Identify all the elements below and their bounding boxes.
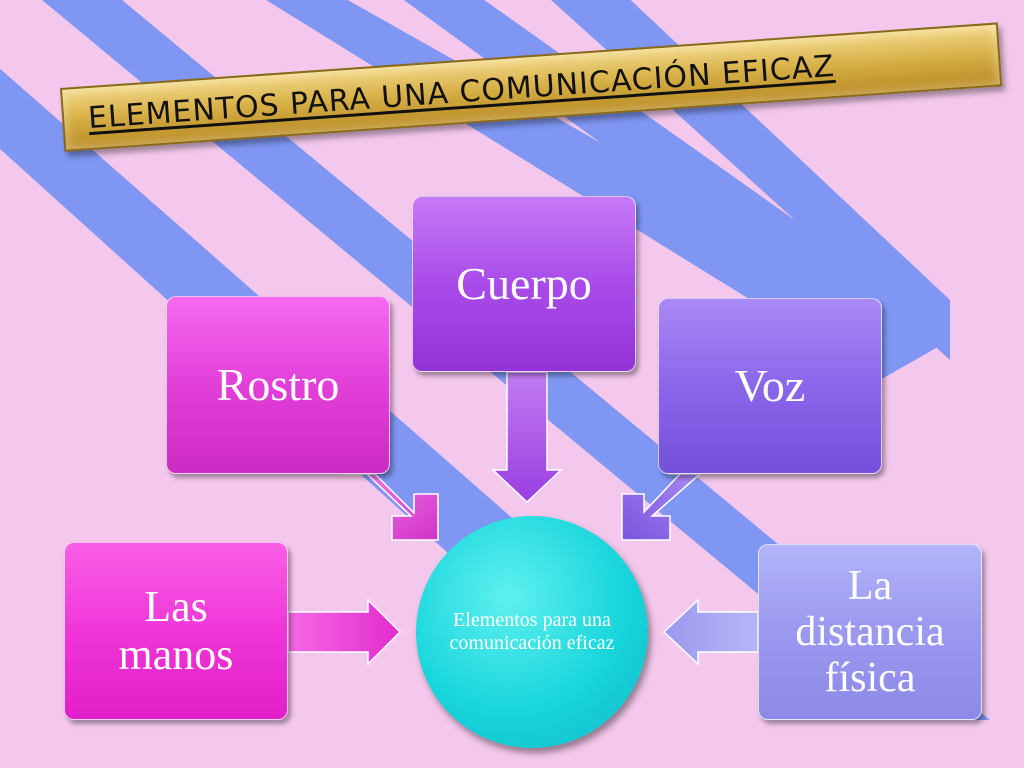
arrow-rostro xyxy=(343,473,439,541)
node-voz: Voz xyxy=(658,298,882,474)
node-rostro: Rostro xyxy=(166,296,390,474)
center-node-label: Elementos para una comunicación eficaz xyxy=(449,609,615,654)
stripe xyxy=(551,0,950,360)
node-cuerpo-label: Cuerpo xyxy=(456,257,592,309)
node-manos: Las manos xyxy=(64,542,288,720)
arrow-voz xyxy=(621,473,702,541)
node-cuerpo: Cuerpo xyxy=(412,196,636,372)
node-manos-label: Las manos xyxy=(118,581,234,679)
node-rostro-label: Rostro xyxy=(216,358,340,410)
node-voz-label: Voz xyxy=(734,359,806,411)
arrow-distancia xyxy=(662,598,759,666)
arrow-manos xyxy=(287,598,402,666)
node-distancia: La distancia física xyxy=(758,544,982,720)
center-node: Elementos para una comunicación eficaz xyxy=(416,516,648,748)
arrow-cuerpo xyxy=(491,371,563,504)
node-distancia-label: La distancia física xyxy=(795,562,945,702)
